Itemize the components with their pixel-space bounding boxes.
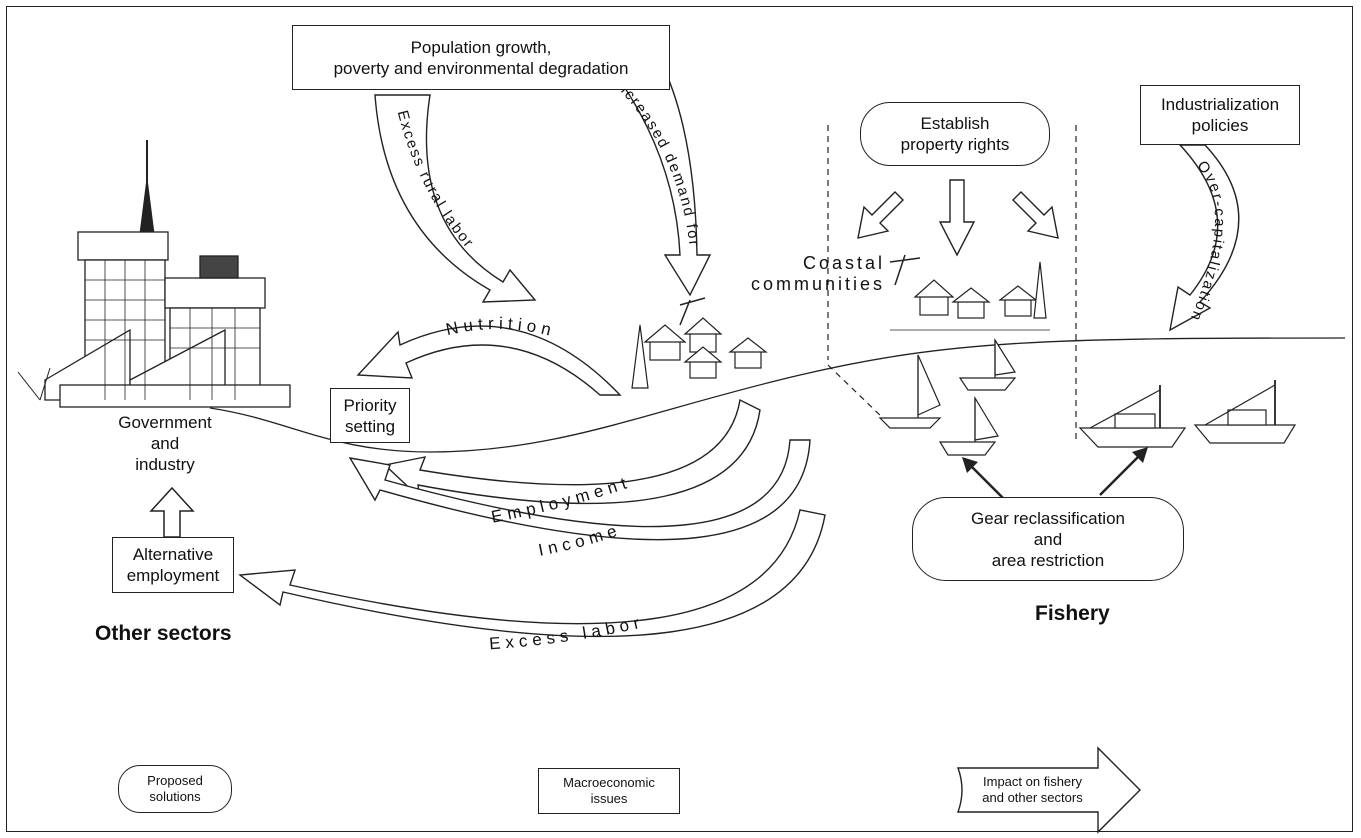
income-arrow [348, 439, 811, 541]
gear-reclassification-box: Gear reclassification and area restricti… [912, 497, 1184, 581]
excess-labor-arrow [238, 509, 826, 638]
alternative-employment-box: Alternative employment [112, 537, 234, 593]
priority-setting-box: Priority setting [330, 388, 410, 443]
overcapitalization-arrow [1169, 144, 1240, 332]
legend-impact-label: Impact on fishery and other sectors [982, 774, 1083, 805]
coastal-communities-label: Coastal communities [750, 253, 885, 294]
diagram-frame [6, 6, 1353, 832]
legend-impact-arrow [957, 746, 1141, 834]
gear-arrow-left [969, 464, 1006, 501]
village-illustration-right [889, 254, 1050, 331]
increased-demand-arrow [603, 59, 712, 297]
nutrition-arrow [356, 325, 622, 396]
village-illustration-left [631, 297, 768, 389]
establish-property-rights-box: Establish property rights [860, 102, 1050, 166]
government-industry-label: Government and industry [118, 413, 212, 474]
small-boats-illustration [878, 337, 1017, 456]
property-rights-arrows [857, 179, 1059, 257]
population-growth-box: Population growth, poverty and environme… [292, 25, 670, 90]
alternative-employment-up-arrow [149, 486, 195, 538]
fishery-zone-divider-diagonal [827, 364, 886, 421]
other-sectors-label: Other sectors [95, 622, 232, 645]
building-windows [85, 260, 260, 400]
excess-rural-labor-arrow [374, 94, 537, 303]
legend-proposed-solutions: Proposed solutions [118, 765, 232, 813]
government-building-illustration [17, 140, 291, 408]
industrialization-policies-box: Industrialization policies [1140, 85, 1300, 145]
trawlers-illustration [1078, 380, 1297, 448]
gear-arrow-right [1099, 454, 1141, 496]
excess-labor-flow-label: Excess labor [489, 612, 647, 653]
fishery-label: Fishery [1035, 602, 1110, 625]
legend-macroeconomic-issues: Macroeconomic issues [538, 768, 680, 814]
